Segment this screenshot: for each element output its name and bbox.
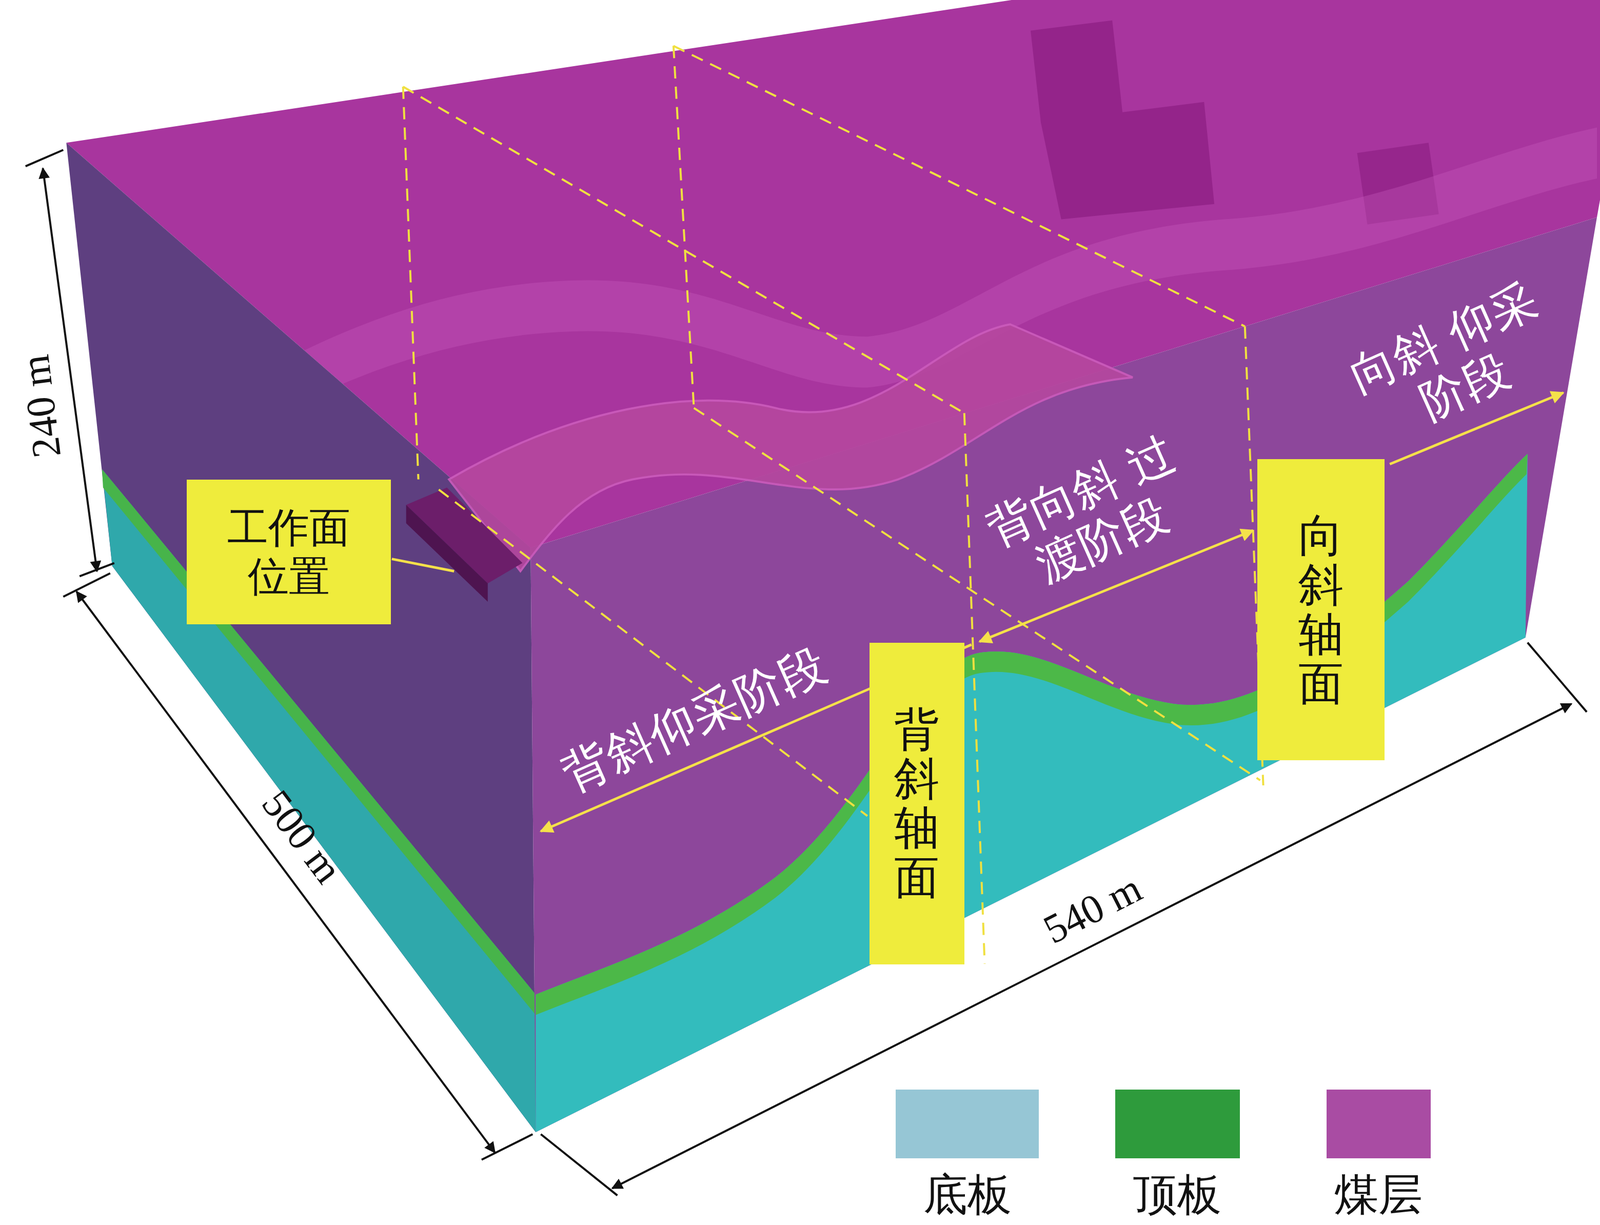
- callout-box: 工作面 位置: [186, 479, 391, 625]
- axial-plane-label: 背斜轴面: [869, 642, 965, 965]
- leader-line: [391, 559, 454, 572]
- top-block: [1030, 20, 1215, 220]
- working-face: [406, 504, 488, 602]
- box-text: 背斜轴面: [894, 704, 940, 903]
- dimension-label: 240 m: [11, 351, 71, 461]
- left-face: [66, 142, 536, 1133]
- left-roof: [102, 469, 536, 1016]
- legend-swatch: [1326, 1089, 1431, 1158]
- legend-swatch: [895, 1089, 1039, 1158]
- legend-text: 底板: [923, 1172, 1012, 1217]
- legend-swatch: [1115, 1089, 1240, 1158]
- box-text: 工作面 位置: [221, 503, 357, 602]
- axial-plane-label: 向斜轴面: [1257, 459, 1386, 761]
- legend-text: 煤层: [1334, 1172, 1423, 1217]
- legend-text: 顶板: [1133, 1172, 1222, 1217]
- axial-plane: [403, 45, 1264, 964]
- dimension-line: [25, 149, 1587, 1196]
- left-floor: [102, 469, 536, 1133]
- dimension-label: 540 m: [1036, 864, 1150, 954]
- box-text: 向斜轴面: [1298, 510, 1344, 709]
